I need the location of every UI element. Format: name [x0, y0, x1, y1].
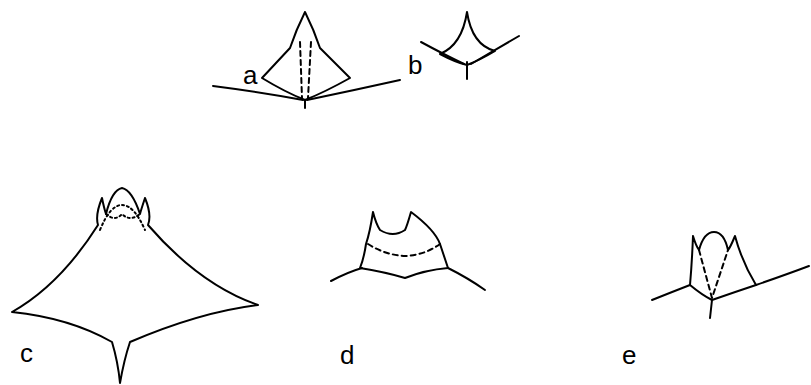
panel-letter: a: [243, 62, 257, 88]
shape-b: [421, 12, 519, 79]
shape-a: [213, 12, 400, 108]
shape-c: [12, 188, 258, 383]
shape-e: [652, 232, 809, 318]
panel-letter: c: [20, 340, 33, 366]
panel-letter: d: [340, 342, 354, 368]
panel-letter: e: [622, 342, 636, 368]
shape-d: [331, 212, 485, 290]
panel-letter: b: [408, 52, 422, 78]
